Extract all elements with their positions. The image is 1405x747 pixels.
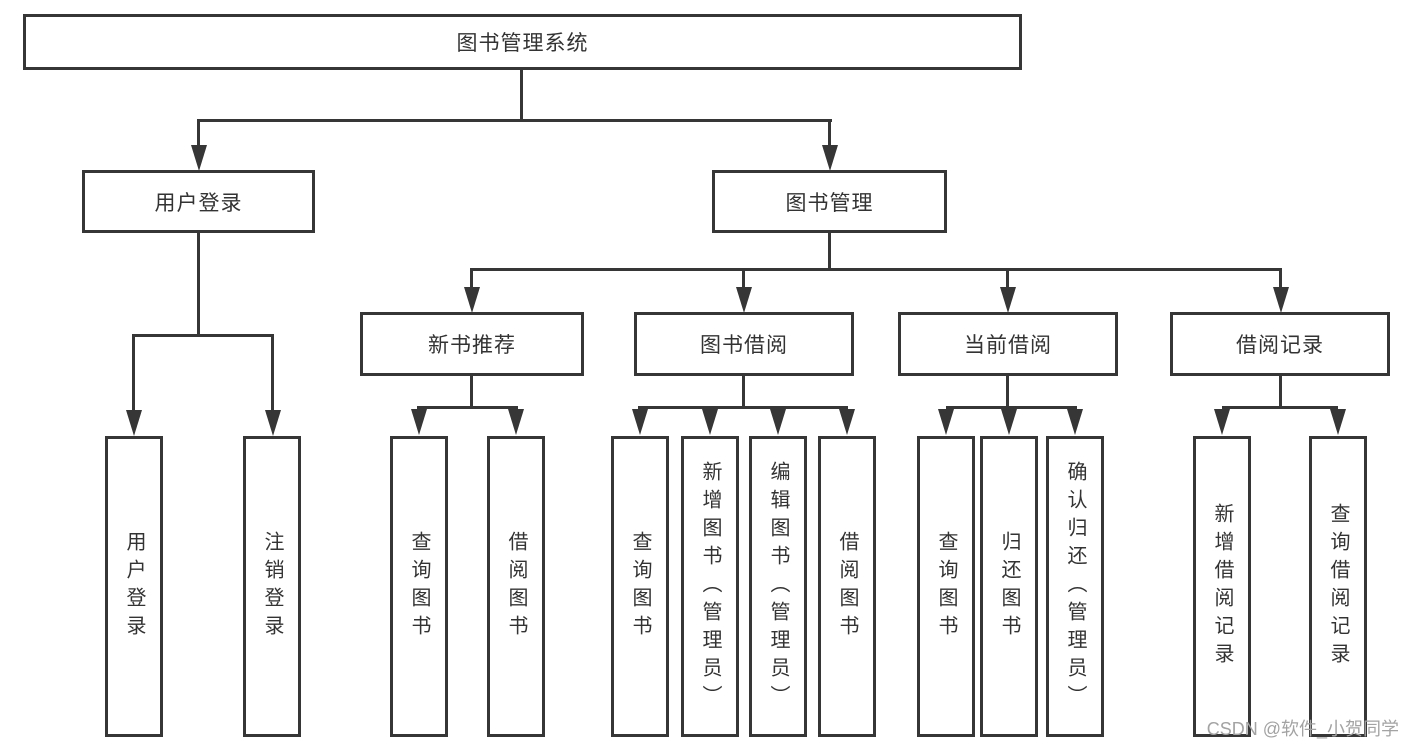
csdn-watermark: CSDN @软件_小贺同学 (1206, 719, 1399, 739)
connector-line (1006, 376, 1009, 409)
node-root-library-system: 图书管理系统 (23, 14, 1022, 70)
node-label: 图书借阅 (700, 334, 788, 357)
arrowhead-down-icon (191, 145, 207, 171)
node-label: 图书管理系统 (456, 32, 589, 55)
connector-line (132, 334, 274, 337)
node-label: 借阅图书 (505, 530, 527, 643)
leaf-borrow-books-recommend: 借阅图书 (487, 436, 545, 737)
arrowhead-down-icon (265, 410, 281, 436)
node-label: 查询图书 (935, 530, 957, 643)
leaf-logout: 注销登录 (243, 436, 301, 737)
connector-line (470, 376, 473, 409)
node-user-login: 用户登录 (82, 170, 315, 233)
connector-line (946, 406, 1077, 409)
leaf-add-books-admin: 新增图书（管理员） (681, 436, 739, 737)
node-current-borrowing: 当前借阅 (898, 312, 1118, 376)
arrowhead-down-icon (736, 287, 752, 313)
node-label: 编辑图书（管理员） (767, 460, 789, 713)
connector-line (1006, 268, 1009, 290)
arrowhead-down-icon (464, 287, 480, 313)
leaf-query-borrow-record: 查询借阅记录 (1309, 436, 1367, 737)
leaf-confirm-return-admin: 确认归还（管理员） (1046, 436, 1104, 737)
leaf-query-books-borrowing: 查询图书 (611, 436, 669, 737)
node-label: 图书管理 (785, 191, 874, 215)
connector-line (197, 119, 200, 148)
connector-line (520, 69, 523, 121)
arrowhead-down-icon (1067, 409, 1083, 435)
node-book-borrowing: 图书借阅 (634, 312, 854, 376)
leaf-user-login: 用户登录 (105, 436, 163, 737)
arrowhead-down-icon (1214, 409, 1230, 435)
connector-line (470, 268, 473, 290)
arrowhead-down-icon (1000, 287, 1016, 313)
arrowhead-down-icon (770, 409, 786, 435)
arrowhead-down-icon (1273, 287, 1289, 313)
node-label: 当前借阅 (964, 334, 1052, 357)
leaf-query-books-recommend: 查询图书 (390, 436, 448, 737)
connector-line (470, 268, 1282, 271)
arrowhead-down-icon (632, 409, 648, 435)
arrowhead-down-icon (411, 409, 427, 435)
node-label: 借阅图书 (836, 530, 858, 643)
connector-line (742, 376, 745, 409)
connector-line (132, 334, 135, 412)
arrowhead-down-icon (1330, 409, 1346, 435)
connector-line (828, 119, 831, 148)
arrowhead-down-icon (1001, 409, 1017, 435)
node-book-management: 图书管理 (712, 170, 947, 233)
node-new-book-recommendation: 新书推荐 (360, 312, 584, 376)
node-label: 新增借阅记录 (1211, 502, 1233, 671)
node-label: 用户登录 (154, 191, 243, 215)
node-label: 确认归还（管理员） (1064, 460, 1086, 713)
node-label: 用户登录 (123, 530, 145, 643)
node-label: 查询图书 (629, 530, 651, 643)
connector-line (1279, 376, 1282, 409)
connector-line (638, 406, 848, 409)
connector-line (271, 334, 274, 412)
node-label: 新书推荐 (428, 334, 516, 357)
arrowhead-down-icon (126, 410, 142, 436)
node-label: 注销登录 (261, 530, 283, 643)
node-label: 借阅记录 (1236, 334, 1324, 357)
connector-line (828, 233, 831, 271)
arrowhead-down-icon (702, 409, 718, 435)
arrowhead-down-icon (938, 409, 954, 435)
connector-line (417, 406, 518, 409)
arrowhead-down-icon (508, 409, 524, 435)
arrowhead-down-icon (822, 145, 838, 171)
node-label: 新增图书（管理员） (699, 460, 721, 713)
node-borrowing-records: 借阅记录 (1170, 312, 1390, 376)
leaf-borrow-books: 借阅图书 (818, 436, 876, 737)
leaf-edit-books-admin: 编辑图书（管理员） (749, 436, 807, 737)
node-label: 查询借阅记录 (1327, 502, 1349, 671)
connector-line (197, 233, 200, 337)
node-label: 查询图书 (408, 530, 430, 643)
leaf-add-borrow-record: 新增借阅记录 (1193, 436, 1251, 737)
leaf-query-books-current: 查询图书 (917, 436, 975, 737)
connector-line (742, 268, 745, 290)
arrowhead-down-icon (839, 409, 855, 435)
node-label: 归还图书 (998, 530, 1020, 643)
leaf-return-books: 归还图书 (980, 436, 1038, 737)
connector-line (1279, 268, 1282, 290)
connector-line (197, 119, 832, 122)
connector-line (1222, 406, 1338, 409)
